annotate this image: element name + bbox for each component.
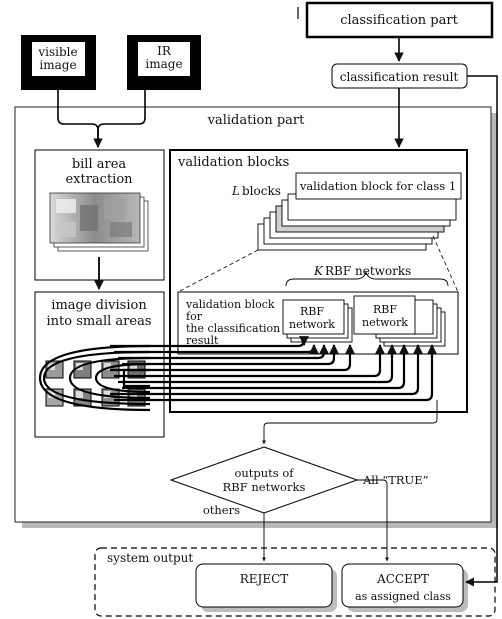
small-area-tile-highlight	[104, 363, 111, 370]
tile-wire	[114, 344, 319, 354]
visible-image-box: visible image	[21, 35, 96, 90]
arrow-ir-to-bill-area	[93, 90, 146, 148]
inner-label-2: for	[186, 310, 203, 323]
validation-block-class-1	[295, 172, 462, 200]
inner-label-3: the classification	[186, 322, 280, 335]
l-blocks-stack: validation block for class 1	[257, 172, 462, 251]
rbf-network-stack-1: RBF network	[282, 299, 353, 343]
arrow-blocks-to-decision	[261, 400, 438, 445]
validation-part-label: validation part	[207, 113, 305, 128]
tile-wire	[110, 344, 423, 396]
reject-label: REJECT	[240, 572, 289, 586]
visible-image-label-1: visible	[37, 45, 77, 59]
accept-label: ACCEPT	[376, 572, 429, 586]
flow-arrows	[57, 7, 498, 587]
ir-image-box: IR image	[127, 35, 201, 90]
tile-to-rbf-wires	[38, 336, 437, 412]
bill-area-label-2: extraction	[65, 172, 133, 187]
zoom-line-right	[432, 235, 459, 293]
tile-wire	[122, 344, 339, 366]
accept-box: ACCEPT as assigned class	[341, 563, 468, 612]
tile-wire	[114, 344, 437, 402]
tile-loop-wire	[38, 344, 151, 412]
inner-label-4: result	[186, 334, 219, 347]
inner-label-1: validation block	[185, 298, 275, 311]
tile-loop-wire	[42, 350, 151, 406]
small-area-tile-highlight	[130, 363, 137, 370]
image-division-label-1: image division	[51, 298, 147, 313]
validation-block-class-1-label: validation block for class 1	[299, 179, 456, 193]
l-blocks-label: blocks	[242, 184, 281, 198]
tile-loop-wire	[94, 362, 151, 394]
decision-others-label: others	[203, 503, 240, 517]
tile-wire	[122, 344, 409, 390]
rbf-network-2	[353, 295, 416, 335]
decision-label-1: outputs of	[234, 466, 294, 480]
k-variable: K	[313, 264, 324, 278]
arrow-result-to-accept	[465, 75, 498, 587]
classification-result-box: classification result	[331, 63, 468, 89]
validation-blocks-box	[169, 149, 468, 413]
tile-wire	[118, 344, 397, 384]
classification-result-label: classification result	[340, 70, 459, 84]
rbf-network-stack-2: RBF network	[353, 295, 446, 347]
image-division-label-2: into small areas	[47, 314, 152, 329]
decision-all-true-label: All “TRUE”	[362, 473, 429, 487]
accept-sub-label: as assigned class	[355, 590, 451, 603]
tile-wire	[114, 344, 385, 378]
rbf-network-2-label-1: RBF	[373, 303, 397, 316]
zoom-line-left	[177, 249, 259, 293]
ir-image-label-1: IR	[157, 44, 172, 58]
ir-image-label-2: image	[145, 57, 182, 71]
tile-wire	[118, 344, 329, 360]
system-output-title: system output	[107, 551, 193, 565]
k-rbf-label: RBF networks	[325, 264, 411, 278]
decision-label-2: RBF networks	[223, 480, 306, 494]
reject-box: REJECT	[195, 563, 337, 612]
tile-loop-wire	[68, 356, 151, 400]
arrow-decision-to-accept	[357, 479, 390, 562]
rbf-network-1-label-1: RBF	[300, 305, 324, 318]
tile-wire	[110, 336, 309, 348]
classification-part-label: classification part	[340, 13, 458, 28]
small-area-tile-highlight	[76, 391, 83, 398]
rbf-network-1	[282, 299, 345, 335]
small-area-tile-highlight	[104, 391, 111, 398]
tile-wire	[110, 344, 355, 372]
l-variable: L	[231, 184, 240, 198]
tile-loop-wire	[122, 368, 150, 388]
validation-blocks-title: validation blocks	[177, 155, 289, 170]
bill-area-label-1: bill area	[72, 157, 127, 172]
visible-image-label-2: image	[39, 58, 76, 72]
k-rbf-brace	[285, 270, 449, 287]
rbf-network-1-label-2: network	[289, 318, 335, 331]
classification-part-box: classification part	[305, 1, 494, 39]
rbf-network-2-label-2: network	[362, 316, 408, 329]
